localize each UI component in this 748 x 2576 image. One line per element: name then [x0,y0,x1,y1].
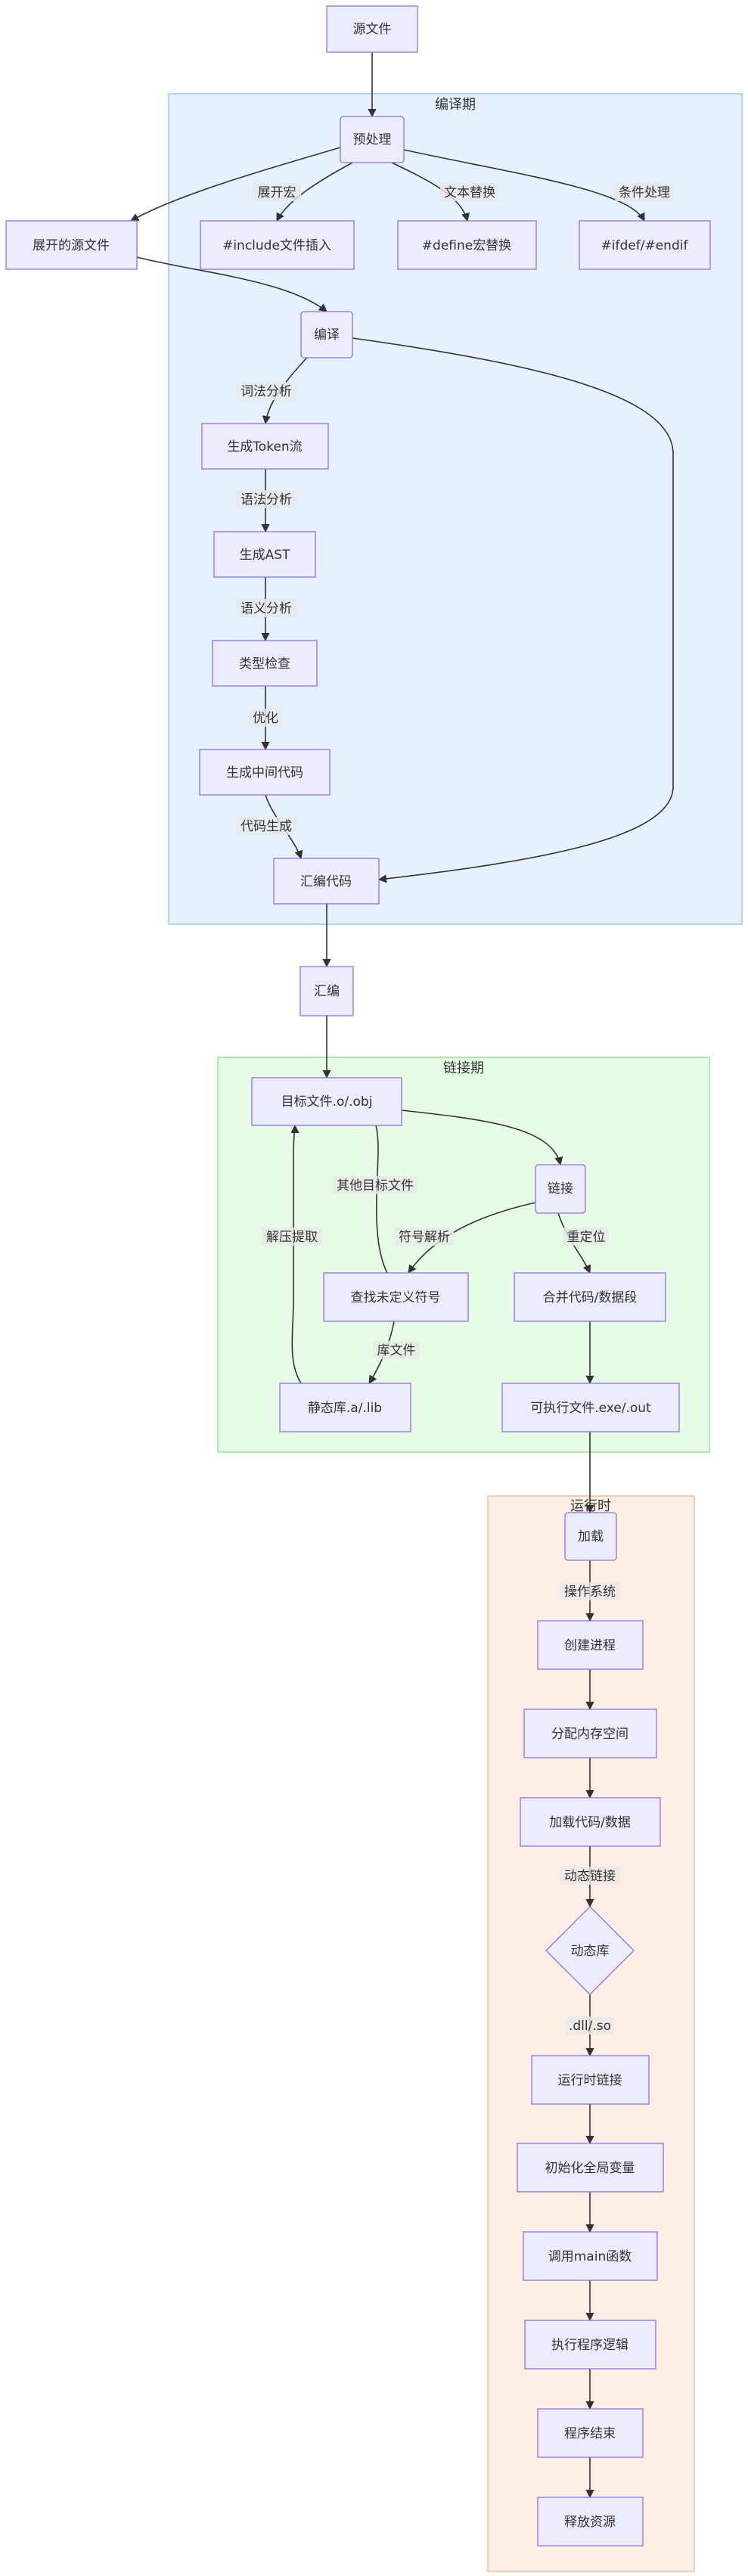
node-merge-code[interactable]: 合并代码/数据段 [514,1272,666,1322]
node-static-lib-label: 静态库.a/.lib [308,1401,382,1416]
node-preprocess[interactable]: 预处理 [340,116,405,163]
node-type-check[interactable]: 类型检查 [212,640,318,687]
edge-static-object [290,1124,302,1384]
node-define-replace[interactable]: #define宏替换 [397,220,537,270]
node-ifdef-endif[interactable]: #ifdef/#endif [579,220,711,270]
edge-compile-asm [352,337,674,883]
edge-label-semantic: 语义分析 [241,601,292,616]
node-expanded-source-label: 展开的源文件 [33,238,110,253]
node-load-code-data[interactable]: 加载代码/数据 [520,1797,661,1847]
edge-label-text-replace: 文本替换 [444,185,495,200]
edge-label-lexical: 词法分析 [241,384,292,399]
node-dynamic-lib[interactable]: 动态库 [545,1906,635,1995]
node-asm-code[interactable]: 汇编代码 [273,858,380,905]
node-release-resources-label: 释放资源 [564,2515,616,2530]
edge-object-link [401,1110,563,1166]
node-ast-label: 生成AST [240,548,290,563]
node-dynamic-lib-label: 动态库 [571,1944,610,1959]
edge-labels: 展开宏 文本替换 条件处理 词法分析 语法分析 语义分析 优化 代码生成 其他目… [236,183,674,2034]
node-source[interactable]: 源文件 [326,5,418,53]
edge-expanded-compile [136,256,327,312]
node-load[interactable]: 加载 [564,1512,617,1561]
edges [130,52,674,2499]
edge-label-dynamic-linking: 动态链接 [564,1869,616,1884]
node-include-insert-label: #include文件插入 [222,238,331,253]
edge-label-other-objects: 其他目标文件 [337,1178,414,1193]
node-token-stream[interactable]: 生成Token流 [201,423,329,470]
node-init-globals-label: 初始化全局变量 [545,2161,635,2176]
node-call-main[interactable]: 调用main函数 [523,2231,658,2281]
node-call-main-label: 调用main函数 [548,2249,632,2264]
node-link[interactable]: 链接 [535,1164,586,1214]
node-exec-logic[interactable]: 执行程序逻辑 [524,2320,656,2370]
node-alloc-memory-label: 分配内存空间 [551,1727,629,1742]
node-intermediate-code[interactable]: 生成中间代码 [199,749,331,796]
node-merge-code-label: 合并代码/数据段 [543,1290,638,1305]
node-ast[interactable]: 生成AST [213,531,316,578]
cluster-compile: 编译期 [168,93,743,925]
node-create-process[interactable]: 创建进程 [537,1620,644,1670]
node-expanded-source[interactable]: 展开的源文件 [5,220,138,270]
node-alloc-memory[interactable]: 分配内存空间 [523,1709,657,1758]
node-compile-label: 编译 [314,327,340,343]
cluster-compile-title: 编译期 [435,97,476,113]
node-assemble[interactable]: 汇编 [300,966,354,1016]
node-load-code-data-label: 加载代码/数据 [549,1815,631,1830]
edge-label-codegen: 代码生成 [241,819,292,834]
node-program-end-label: 程序结束 [564,2426,616,2441]
node-find-undefined[interactable]: 查找未定义符号 [323,1272,469,1322]
edge-label-symbol-resolve: 符号解析 [399,1230,450,1245]
node-exec-logic-label: 执行程序逻辑 [551,2338,629,2353]
node-program-end[interactable]: 程序结束 [537,2408,644,2458]
node-create-process-label: 创建进程 [564,1638,616,1653]
node-load-label: 加载 [578,1529,604,1544]
node-release-resources[interactable]: 释放资源 [537,2497,644,2547]
node-object-file-label: 目标文件.o/.obj [281,1094,373,1110]
edge-label-relocate: 重定位 [567,1230,606,1245]
node-link-label: 链接 [548,1181,573,1196]
node-token-stream-label: 生成Token流 [227,439,302,455]
node-define-replace-label: #define宏替换 [422,238,511,253]
node-executable[interactable]: 可执行文件.exe/.out [501,1383,680,1432]
node-compile[interactable]: 编译 [300,311,353,358]
node-type-check-label: 类型检查 [239,656,290,672]
node-static-lib[interactable]: 静态库.a/.lib [279,1383,411,1432]
node-object-file[interactable]: 目标文件.o/.obj [251,1077,402,1126]
edge-label-os: 操作系统 [564,1584,616,1600]
edge-preprocess-ifdef [403,149,645,222]
edge-link-find [408,1202,536,1274]
node-intermediate-code-label: 生成中间代码 [226,765,303,781]
edge-label-conditional: 条件处理 [619,185,670,200]
node-include-insert[interactable]: #include文件插入 [200,220,355,270]
node-init-globals[interactable]: 初始化全局变量 [517,2143,664,2193]
edge-label-expand-macro: 展开宏 [258,185,296,200]
nodes: 源文件 预处理 展开的源文件 #include文件插入 #define宏替换 #… [5,5,711,2547]
edge-label-optimize: 优化 [253,711,278,726]
node-source-label: 源文件 [353,22,392,37]
node-asm-code-label: 汇编代码 [300,874,352,889]
edge-label-dll-so: .dll/.so [569,2019,611,2034]
edge-label-extract: 解压提取 [266,1230,318,1245]
edge-preprocess-expanded [130,147,341,222]
cluster-link-title: 链接期 [443,1060,484,1076]
node-preprocess-label: 预处理 [353,132,392,147]
edge-label-lib-file: 库文件 [377,1343,416,1358]
node-runtime-link-label: 运行时链接 [558,2073,622,2088]
node-find-undefined-label: 查找未定义符号 [351,1290,441,1305]
edge-link-merge [557,1212,591,1274]
edge-preprocess-include [276,162,353,222]
node-assemble-label: 汇编 [314,984,340,999]
edge-label-syntax: 语法分析 [241,492,292,507]
cluster-runtime-title: 运行时 [570,1498,611,1514]
node-runtime-link[interactable]: 运行时链接 [531,2055,650,2105]
node-executable-label: 可执行文件.exe/.out [530,1401,651,1416]
node-ifdef-endif-label: #ifdef/#endif [601,238,689,253]
